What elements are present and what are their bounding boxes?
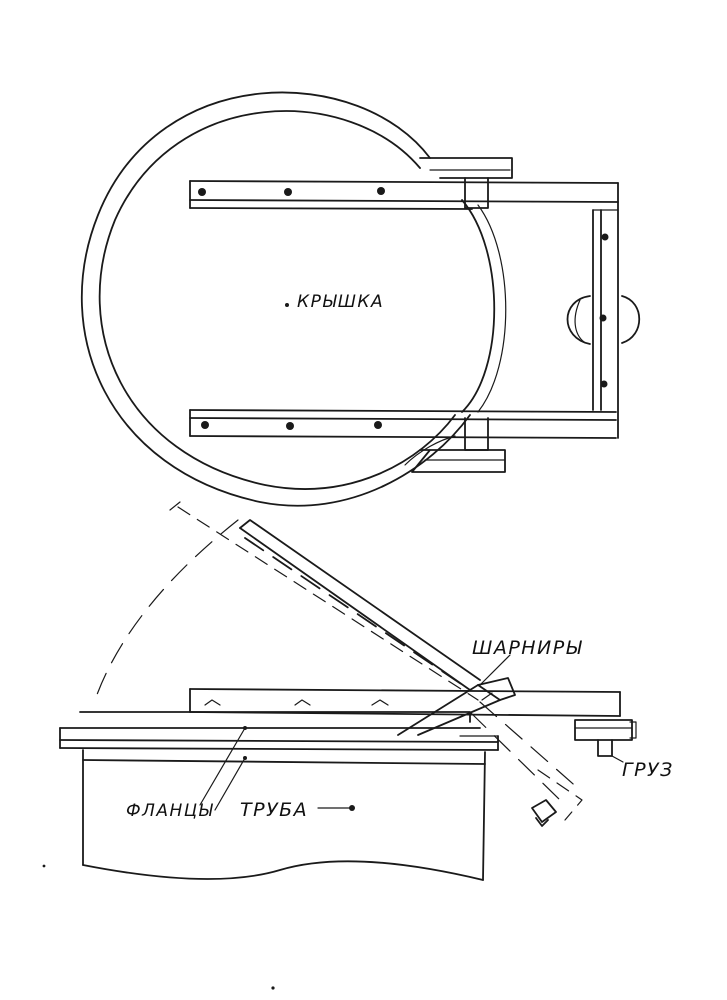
label-hinges: ШАРНИРЫ [472,637,583,659]
hinge-bottom [411,417,506,473]
bolt-hole [599,314,607,322]
labels: КРЫШКА ШАРНИРЫ ГРУЗ ФЛАНЦЫ ТРУБА [126,292,674,821]
bolt-hole [198,188,206,196]
swing-projection [94,501,583,821]
label-pipe: ТРУБА [240,799,308,821]
frame-top-bar [189,180,619,210]
bolt-hole [374,421,382,429]
lid-label-dot [285,303,289,307]
lid-right-arc [461,199,496,413]
stray-marks [42,864,275,990]
counterweight-disc [566,295,641,345]
open-lid-bar [239,519,481,691]
bolt-hole [601,233,609,241]
label-lid: КРЫШКА [297,292,384,312]
bolt-hole [201,421,209,429]
frame-right-member [592,182,619,439]
lid-outer-rim [80,91,471,507]
hinge-top [419,157,513,209]
bolt-hole [600,380,608,388]
bolt-hole [377,187,385,195]
frame-bottom-bar [189,409,617,439]
lid-inner-rim [98,110,456,490]
leader-lines [199,654,624,811]
lid-right-arc-inner [477,204,507,413]
pipe-cut-edge [82,860,484,881]
label-flanges: ФЛАНЦЫ [126,801,214,821]
bolt-hole [284,188,292,196]
side-view [59,677,637,881]
bolt-hole [286,422,294,430]
label-weight: ГРУЗ [622,759,674,781]
lid-top-view [80,91,507,507]
